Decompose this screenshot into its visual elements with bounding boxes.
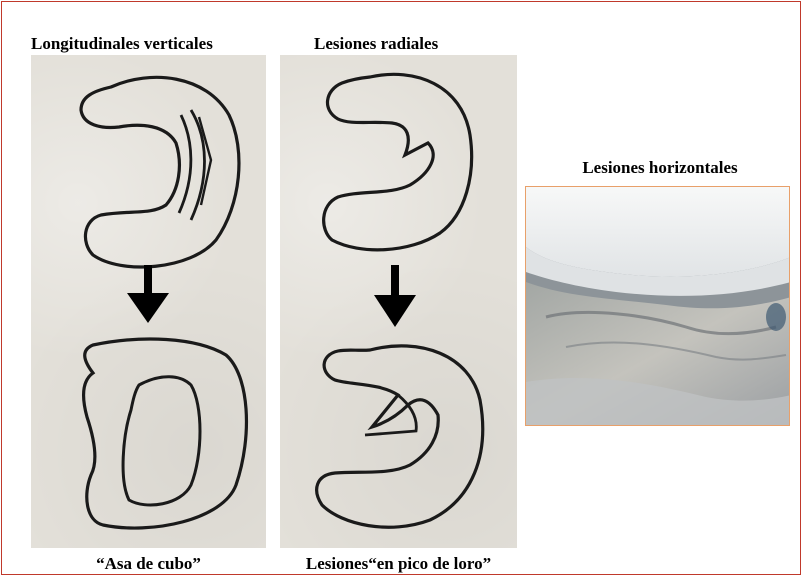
radial-drawing [280,55,517,548]
radial-drawing-panel [280,55,517,548]
horizontal-title: Lesiones horizontales [530,158,790,178]
longitudinal-drawing-panel [31,55,266,548]
longitudinal-drawing [31,55,266,548]
meniscus-outline-top [81,77,239,267]
arrow-down-icon [374,265,416,327]
parrot-beak-flap [365,395,416,435]
meniscus-outline-bottom [317,346,483,527]
horizontal-tear-photo [525,186,790,426]
arthroscopy-image [526,187,790,426]
parrot-beak-caption: Lesiones“en pico de loro” [276,554,521,574]
arrow-down-icon [127,265,169,323]
meniscus-outline-top [324,74,472,249]
radial-title: Lesiones radiales [300,34,504,54]
bucket-handle-caption: “Asa de cubo” [31,554,266,574]
longitudinal-title: Longitudinales verticales [31,34,251,54]
bucket-handle-fragment [123,377,200,505]
meniscus-outline-bottom [84,339,247,528]
